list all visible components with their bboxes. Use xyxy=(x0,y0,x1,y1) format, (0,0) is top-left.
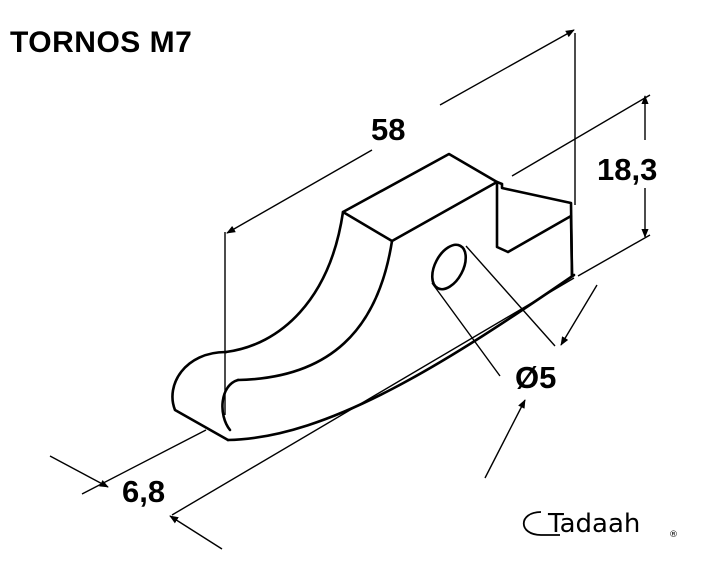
hole-leader-right xyxy=(465,245,556,347)
right-edge xyxy=(569,214,574,278)
tadaah-logo: Tadaah ® xyxy=(523,509,678,540)
logo-swoosh-icon xyxy=(523,511,560,536)
part-outline xyxy=(171,152,576,442)
logo-registered: ® xyxy=(669,530,678,540)
ext-line-183-top xyxy=(511,94,651,177)
dim-line-68-a xyxy=(49,455,109,488)
ext-line-68-front xyxy=(171,277,575,516)
curved-rear-edge xyxy=(236,239,394,382)
curved-front-edge xyxy=(224,210,345,354)
dim-line-58-a xyxy=(226,149,373,234)
ext-line-183-bottom xyxy=(577,234,651,277)
hole-arrow-bottom xyxy=(484,399,526,479)
dim-label-width: 6,8 xyxy=(122,474,165,509)
drawing-title: TORNOS M7 xyxy=(10,26,193,59)
block-top-face xyxy=(341,152,499,243)
bottom-edge xyxy=(226,273,576,442)
nose-front xyxy=(171,350,230,442)
dimension-lines xyxy=(49,29,651,550)
hole-leader-left xyxy=(431,282,501,377)
nose-inner xyxy=(221,378,240,432)
dim-line-58-b xyxy=(439,29,575,106)
dim-label-hole: Ø5 xyxy=(515,360,556,395)
dim-label-height: 18,3 xyxy=(597,152,657,187)
slot-step xyxy=(495,180,574,278)
logo-text: Tadaah xyxy=(547,509,640,539)
dim-line-68-b xyxy=(169,515,223,550)
hole xyxy=(430,243,468,291)
hole-arrow-top xyxy=(560,284,598,346)
dim-label-length: 58 xyxy=(371,112,405,147)
